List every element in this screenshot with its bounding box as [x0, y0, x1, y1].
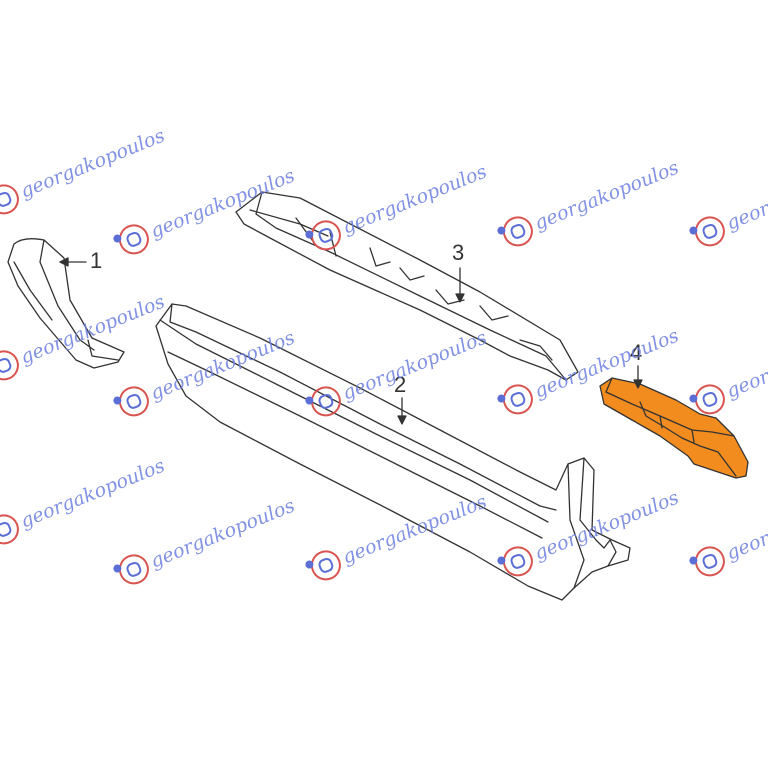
part-2-main-beam — [155, 303, 631, 601]
callout-label-4: 4 — [630, 340, 643, 365]
callout-label-3: 3 — [452, 240, 465, 265]
callout-label-2: 2 — [394, 372, 407, 397]
part-3-upper-panel — [235, 191, 579, 381]
callout-label-1: 1 — [90, 248, 103, 273]
part-1-bracket — [7, 238, 125, 369]
part-4-highlighted-bracket — [599, 377, 749, 479]
callout-leaders — [59, 257, 643, 425]
